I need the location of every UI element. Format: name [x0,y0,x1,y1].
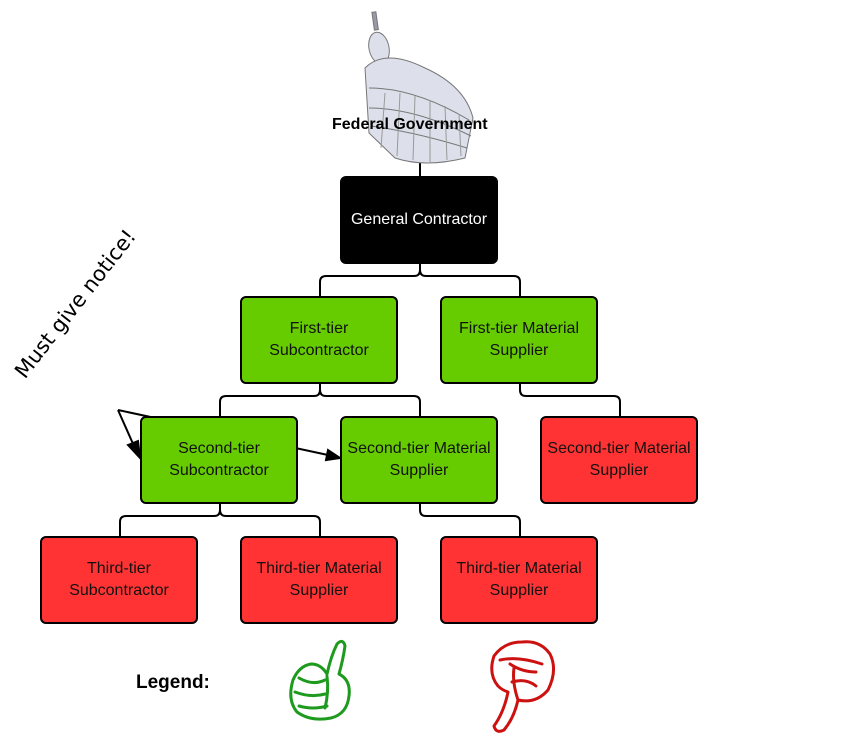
node-second-tier-material-supplier-a[interactable]: Second-tier Material Supplier [340,416,498,504]
notice-arrow-sub [117,409,135,447]
node-third-tier-subcontractor[interactable]: Third-tier Subcontractor [40,536,198,624]
node-second-tier-subcontractor[interactable]: Second-tier Subcontractor [140,416,298,504]
node-third-tier-material-supplier-a[interactable]: Third-tier Material Supplier [240,536,398,624]
capitol-dome-icon [364,11,474,164]
edge-sup1-sup2 [519,377,621,417]
node-label: Third-tier Material Supplier [256,560,382,599]
notice-arrowhead-sup [324,448,343,462]
node-first-tier-material-supplier[interactable]: First-tier Material Supplier [440,296,598,384]
node-third-tier-material-supplier-b[interactable]: Third-tier Material Supplier [440,536,598,624]
node-label: Second-tier Material Supplier [347,440,491,479]
node-label: Second-tier Subcontractor [169,440,269,479]
node-second-tier-material-supplier-b[interactable]: Second-tier Material Supplier [540,416,698,504]
node-label: Second-tier Material Supplier [547,440,691,479]
thumbs-up-icon [289,639,351,721]
node-label: Third-tier Material Supplier [456,560,582,599]
node-first-tier-subcontractor[interactable]: First-tier Subcontractor [240,296,398,384]
federal-government-label: Federal Government [332,116,488,133]
node-label: First-tier Material Supplier [458,320,579,359]
edge-gc-tier1 [319,257,521,297]
edge-sub1-tier2 [219,377,421,417]
node-general-contractor[interactable]: General Contractor [340,176,498,264]
notice-arrowhead-sub [126,439,142,461]
node-label: Third-tier Subcontractor [69,560,169,599]
edge-sup2-sup3 [419,497,521,537]
thumbs-down-icon [490,640,555,733]
legend-label: Legend: [136,672,210,693]
node-label: General Contractor [350,211,488,228]
node-label: First-tier Subcontractor [269,320,369,359]
edge-sub2-tier3 [119,497,321,537]
